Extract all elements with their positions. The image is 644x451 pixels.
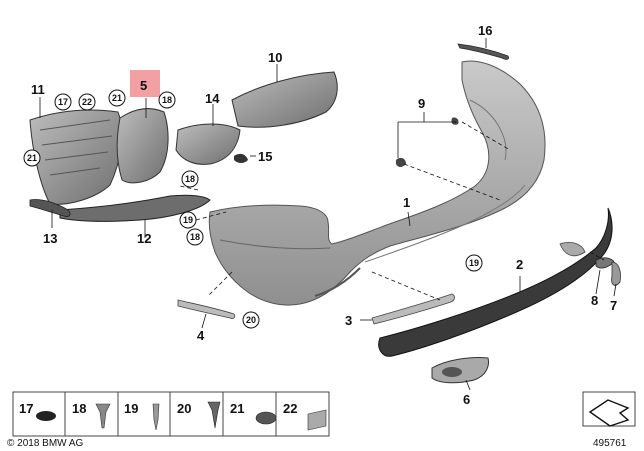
legend-label-17: 17: [19, 401, 33, 416]
bracket-9a: [396, 157, 406, 167]
svg-text:22: 22: [82, 97, 92, 107]
label-1: 1: [403, 195, 410, 210]
screw-19-icon: [152, 403, 160, 431]
circle-callout: 21: [108, 89, 126, 107]
svg-text:18: 18: [162, 95, 172, 105]
circle-callout: 22: [78, 93, 96, 111]
clip-22-icon: [307, 409, 327, 431]
circle-callout: 18: [158, 91, 176, 109]
bracket-8: [595, 257, 615, 269]
bracket-5: [116, 108, 169, 184]
svg-text:21: 21: [27, 153, 37, 163]
svg-text:18: 18: [185, 174, 195, 184]
label-8: 8: [591, 293, 598, 308]
label-15: 15: [258, 149, 272, 164]
label-5: 5: [140, 78, 147, 93]
trim-strip-left: [177, 299, 236, 319]
legend-label-19: 19: [124, 401, 138, 416]
nut-21-icon: [255, 411, 277, 425]
dashed-guides: [179, 121, 605, 301]
circle-callout: 18: [181, 170, 199, 188]
circle-callout: 19: [465, 254, 483, 272]
svg-text:21: 21: [112, 93, 122, 103]
rear-diffuser: [378, 207, 613, 357]
circle-callout: 21: [23, 149, 41, 167]
screw-18-icon: [95, 403, 111, 429]
svg-text:20: 20: [246, 315, 256, 325]
label-6: 6: [463, 392, 470, 407]
label-3: 3: [345, 313, 352, 328]
highlight-box-5: [130, 70, 160, 97]
bracket-13: [29, 199, 71, 217]
part-14: [175, 123, 241, 165]
legend-label-20: 20: [177, 401, 191, 416]
arrow-icon: [588, 399, 630, 427]
part-10: [231, 71, 338, 128]
label-9: 9: [418, 96, 425, 111]
leader-lines: [39, 38, 617, 391]
label-7: 7: [610, 298, 617, 313]
label-4: 4: [197, 328, 205, 343]
label-2: 2: [516, 257, 523, 272]
svg-text:19: 19: [469, 258, 479, 268]
bracket-9b: [451, 117, 459, 125]
bumper-cover: [208, 60, 546, 306]
screw-20-icon: [207, 401, 221, 429]
diagram-id: 495761: [593, 438, 627, 449]
direction-arrow-box: [582, 391, 636, 427]
trim-strip-right: [371, 293, 455, 325]
label-10: 10: [268, 50, 282, 65]
label-13: 13: [43, 231, 57, 246]
svg-text:19: 19: [183, 215, 193, 225]
grommet-17-icon: [36, 411, 56, 421]
fastener-legend: 17 18 19 20 21 22: [12, 391, 330, 437]
bracket-12: [59, 194, 211, 222]
clip-15: [234, 153, 248, 163]
circle-callout: 19: [179, 211, 197, 229]
label-16: 16: [478, 23, 492, 38]
legend-label-21: 21: [230, 401, 244, 416]
label-12: 12: [137, 231, 151, 246]
label-11: 11: [31, 82, 45, 97]
circle-callout: 20: [242, 311, 260, 329]
circle-callout: 18: [186, 228, 204, 246]
legend-label-22: 22: [283, 401, 297, 416]
legend-label-18: 18: [72, 401, 86, 416]
circle-callout: 17: [54, 93, 72, 111]
label-14: 14: [205, 91, 220, 106]
sensor-7: [611, 261, 621, 286]
trim-16: [457, 43, 509, 60]
svg-text:17: 17: [58, 97, 68, 107]
copyright-text: © 2018 BMW AG: [7, 438, 84, 449]
tailpipe-trim: [431, 357, 489, 384]
svg-text:18: 18: [190, 232, 200, 242]
bracket-11: [29, 109, 123, 205]
